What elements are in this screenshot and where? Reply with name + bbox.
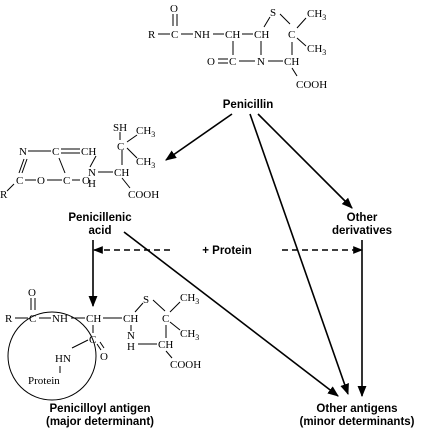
penicillin-carbonyl-o: O [170, 3, 178, 15]
bond [99, 341, 105, 349]
penicillenic-acid-label-1: Penicillenic [68, 212, 132, 224]
penicillin-lactam-o: O [207, 56, 215, 68]
other-derivatives-label-1: Other [347, 212, 378, 224]
penicilloyl-ch-c: CH [158, 339, 173, 351]
penicillenic-methyl-2: CH3 [136, 156, 155, 170]
bond [21, 158, 28, 174]
penicilloyl-cooh: COOH [170, 359, 201, 371]
bond [96, 343, 102, 351]
oxazolone-c4: C [52, 146, 59, 158]
penicillin-label: Penicillin [223, 99, 274, 111]
penicillenic-thiol: SH [113, 122, 127, 134]
oxazolone-carbonyl-o: O [82, 175, 90, 187]
penicillenic-cooh: COOH [128, 189, 159, 201]
penicillin-ring-c: C [288, 29, 295, 41]
bond [169, 301, 181, 313]
bond [296, 37, 307, 47]
penicilloyl-carbonyl-c: C [29, 313, 36, 325]
oxazolone-oxygen: O [37, 175, 45, 187]
penicillenic-quaternary-c: C [117, 141, 124, 153]
penicillin-sulfur: S [270, 7, 276, 19]
other-antigens-label-1: Other antigens [316, 403, 397, 415]
bond [71, 339, 89, 349]
arrow-penicillenic-to-other-antigens [123, 231, 339, 397]
methine-ch: CH [81, 146, 96, 158]
penicilloyl-ch-b: CH [123, 313, 138, 325]
bond [296, 17, 307, 29]
penicillin-lactam-c: C [229, 56, 236, 68]
penicillin-nh: NH [194, 29, 210, 41]
penicillenic-methyl-1: CH3 [136, 125, 155, 139]
penicilloyl-methyl-2: CH3 [180, 328, 199, 342]
penicilloyl-nh: NH [52, 313, 68, 325]
bond [126, 147, 138, 159]
penicillin-ch-a: CH [225, 29, 240, 41]
other-antigens-label-2: (minor determinants) [299, 416, 414, 428]
protein-hn: HN [55, 353, 71, 365]
oxazolone-nitrogen: N [19, 146, 27, 158]
bond [18, 158, 25, 174]
penicilloyl-sulfur: S [143, 294, 149, 306]
bond [121, 177, 131, 189]
penicillenic-acid-label-2: acid [88, 225, 111, 237]
bond [279, 13, 291, 25]
penicilloyl-r-group: R [5, 313, 13, 325]
bond [126, 134, 138, 143]
penicillin-carbonyl-c: C [171, 29, 178, 41]
penicillin-cooh: COOH [296, 79, 327, 91]
bond [58, 157, 66, 174]
penicillin-r-group: R [148, 29, 156, 41]
other-derivatives-label-2: derivatives [332, 225, 392, 237]
penicillin-ch-b: CH [254, 29, 269, 41]
penicilloyl-methyl-1: CH3 [180, 292, 199, 306]
penicilloyl-amide-o: O [100, 351, 108, 363]
bond [165, 350, 173, 359]
arrow-penicillin-to-other-derivatives [257, 113, 353, 209]
oxazolone-r-group: R [0, 189, 8, 201]
penicilloyl-ch-a: CH [86, 313, 101, 325]
oxazolone-c5: C [63, 175, 70, 187]
penicilloyl-antigen-label-2: (major determinant) [46, 416, 154, 428]
bond [152, 299, 166, 312]
bond [6, 183, 15, 192]
bond [134, 302, 144, 313]
arrow-penicillin-to-other-antigens [249, 113, 349, 396]
protein-reaction-label: + Protein [202, 245, 252, 257]
bond [89, 155, 97, 168]
protein-label: Protein [28, 375, 60, 387]
penicilloyl-carbonyl-o: O [28, 287, 36, 299]
penicilloyl-antigen-structure: R C O NH CH CH C O HN Protein S C CH3 CH… [5, 287, 201, 401]
penicillin-ch-c: CH [284, 56, 299, 68]
oxazolone-c2: C [16, 175, 23, 187]
bond [291, 67, 298, 77]
bond [263, 16, 271, 28]
penicillenic-ch: CH [114, 167, 129, 179]
arrow-penicillin-to-penicillenic [165, 113, 233, 161]
penicilloyl-antigen-label-1: Penicilloyl antigen [50, 403, 151, 415]
penicillin-methyl-1: CH3 [307, 8, 326, 22]
penicilloyl-ring-c: C [162, 313, 169, 325]
penicillin-structure: R C O NH CH CH S C CH3 CH3 CH N C O COOH [148, 3, 327, 91]
protein-carrier-circle [7, 311, 97, 401]
penicillin-nitrogen: N [257, 56, 265, 68]
bond [169, 321, 181, 331]
penicillin-methyl-2: CH3 [307, 43, 326, 57]
